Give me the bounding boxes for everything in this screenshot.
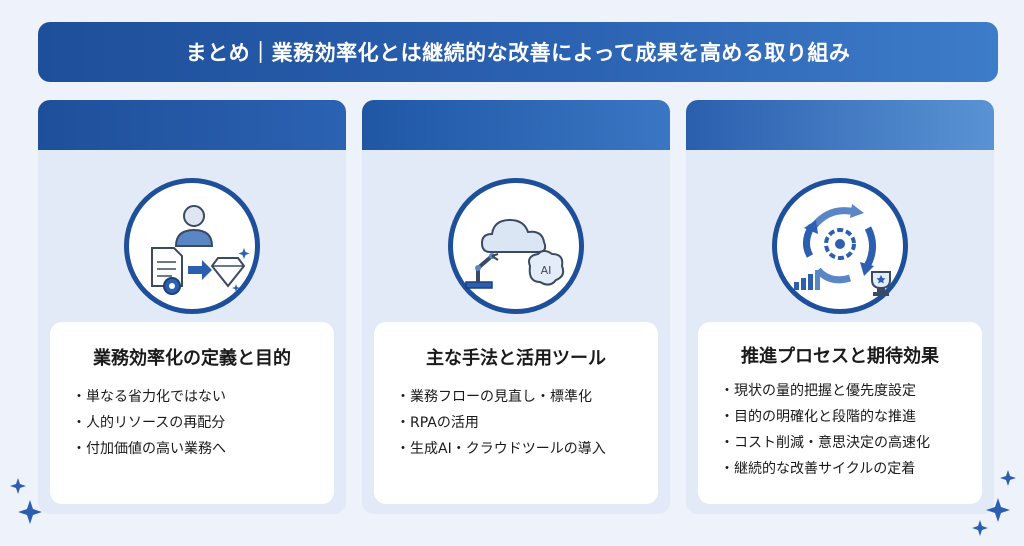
cloud-robot-arm-ai-brain-icon: AI [448, 178, 584, 314]
card-header-bar [686, 100, 994, 150]
list-item: 業務フローの見直し・標準化 [396, 384, 642, 410]
sparkle-icon [972, 470, 1016, 536]
list-item: RPAの活用 [396, 410, 642, 436]
bullet-list: 単なる省力化ではない 人的リソースの再配分 付加価値の高い業務へ [72, 384, 318, 462]
bullet-list: 業務フローの見直し・標準化 RPAの活用 生成AI・クラウドツールの導入 [396, 384, 642, 462]
list-item: コスト削減・意思決定の高速化 [720, 430, 966, 456]
card-text-panel: 業務効率化の定義と目的 単なる省力化ではない 人的リソースの再配分 付加価値の高… [50, 322, 334, 504]
list-item: 付加価値の高い業務へ [72, 436, 318, 462]
card-heading: 主な手法と活用ツール [426, 348, 606, 369]
list-item: 継続的な改善サイクルの定着 [720, 456, 966, 482]
cycle-gear-chart-trophy-icon [772, 178, 908, 314]
card-heading: 業務効率化の定義と目的 [93, 348, 291, 369]
card-process: 推進プロセスと期待効果 現状の量的把握と優先度設定 目的の明確化と段階的な推進 … [686, 100, 994, 514]
card-methods: AI 主な手法と活用ツール 業務フローの見直し・標準化 RPAの活用 生成AI・… [362, 100, 670, 514]
list-item: 人的リソースの再配分 [72, 410, 318, 436]
list-item: 生成AI・クラウドツールの導入 [396, 436, 642, 462]
card-text-panel: 推進プロセスと期待効果 現状の量的把握と優先度設定 目的の明確化と段階的な推進 … [698, 322, 982, 504]
card-header-bar [362, 100, 670, 150]
sparkle-icon [10, 478, 42, 524]
page-title: まとめ｜業務効率化とは継続的な改善によって成果を高める取り組み [38, 22, 998, 82]
card-heading: 推進プロセスと期待効果 [741, 346, 939, 367]
card-header-bar [38, 100, 346, 150]
ai-label: AI [541, 264, 552, 277]
list-item: 現状の量的把握と優先度設定 [720, 378, 966, 404]
list-item: 単なる省力化ではない [72, 384, 318, 410]
bullet-list: 現状の量的把握と優先度設定 目的の明確化と段階的な推進 コスト削減・意思決定の高… [720, 378, 966, 482]
person-document-gear-gem-icon [124, 178, 260, 314]
list-item: 目的の明確化と段階的な推進 [720, 404, 966, 430]
card-definition: 業務効率化の定義と目的 単なる省力化ではない 人的リソースの再配分 付加価値の高… [38, 100, 346, 514]
card-text-panel: 主な手法と活用ツール 業務フローの見直し・標準化 RPAの活用 生成AI・クラウ… [374, 322, 658, 504]
